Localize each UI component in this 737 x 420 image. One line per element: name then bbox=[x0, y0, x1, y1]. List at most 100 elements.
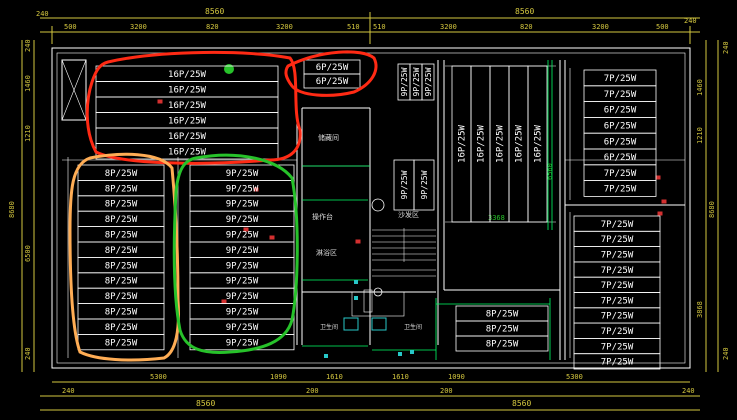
module-top-left-5-label: 16P/25W bbox=[168, 147, 207, 157]
module-right-top-3-label: 6P/25W bbox=[604, 122, 637, 132]
dim-top-7: 820 bbox=[520, 23, 533, 31]
dim-bottom-small-0: 240 bbox=[62, 387, 75, 395]
module-tall-vertical-0-label: 9P/25W bbox=[400, 170, 409, 199]
room-label-storage: 储藏间 bbox=[318, 133, 339, 142]
annotation-red-loop bbox=[85, 50, 302, 165]
module-right-top-1-label: 7P/25W bbox=[604, 90, 637, 100]
module-top-left-3-label: 16P/25W bbox=[168, 116, 207, 126]
dim-inner-vertical: 6560 bbox=[546, 163, 554, 180]
room-label-wc-right: 卫生间 bbox=[404, 323, 422, 331]
dim-bottom-2: 1610 bbox=[326, 373, 343, 381]
module-center-6-label: 9P/25W bbox=[226, 261, 259, 271]
module-left-2-label: 8P/25W bbox=[105, 200, 138, 210]
module-center-9-label: 9P/25W bbox=[226, 308, 259, 318]
dim-bottom-4: 1090 bbox=[448, 373, 465, 381]
module-right-bottom-7-label: 7P/25W bbox=[601, 327, 634, 337]
module-right-bottom-4-label: 7P/25W bbox=[601, 281, 634, 291]
dim-right-3: 3868 bbox=[696, 301, 704, 318]
dim-right-total: 8680 bbox=[708, 201, 716, 218]
module-top-left-2-label: 16P/25W bbox=[168, 101, 207, 111]
module-right-bottom-1-label: 7P/25W bbox=[601, 235, 634, 245]
module-right-top-6-label: 7P/25W bbox=[604, 169, 637, 179]
module-right-bottom-8-label: 7P/25W bbox=[601, 342, 634, 352]
dim-right-1: 1460 bbox=[696, 79, 704, 96]
module-small-vertical-1-label: 9P/25W bbox=[412, 67, 421, 96]
module-top-center-0-label: 6P/25W bbox=[316, 63, 349, 73]
module-center-8-label: 9P/25W bbox=[226, 292, 259, 302]
dim-left-0: 240 bbox=[24, 39, 32, 52]
dim-top-5: 510 bbox=[373, 23, 386, 31]
module-right-bottom-2-label: 7P/25W bbox=[601, 250, 634, 260]
dim-top-corner-right: 240 bbox=[684, 17, 697, 25]
module-right-top-0-label: 7P/25W bbox=[604, 74, 637, 84]
module-top-left-4-label: 16P/25W bbox=[168, 132, 207, 142]
module-right-bottom-9-label: 7P/25W bbox=[601, 358, 634, 368]
room-label-shower: 淋浴区 bbox=[316, 248, 337, 257]
red-markers bbox=[157, 99, 667, 304]
room-label-wc-left: 卫生间 bbox=[320, 323, 338, 331]
stair-hatch bbox=[372, 228, 436, 277]
module-top-center-1-box bbox=[303, 73, 361, 89]
dim-bottom-total-left: 8560 bbox=[196, 399, 215, 408]
room-lines bbox=[302, 60, 553, 360]
module-left-4-label: 8P/25W bbox=[105, 231, 138, 241]
dim-left-total: 8680 bbox=[8, 201, 16, 218]
module-top-center-1-label: 6P/25W bbox=[316, 77, 349, 87]
module-center-1-label: 9P/25W bbox=[226, 184, 259, 194]
module-left-3-label: 8P/25W bbox=[105, 215, 138, 225]
module-center-10-label: 9P/25W bbox=[226, 323, 259, 333]
dim-right-4: 240 bbox=[722, 347, 730, 360]
dim-left-3: 6500 bbox=[24, 245, 32, 262]
module-left-7-label: 8P/25W bbox=[105, 277, 138, 287]
sink-right bbox=[371, 317, 387, 331]
module-left-0-label: 8P/25W bbox=[105, 169, 138, 179]
dim-top-6: 3200 bbox=[440, 23, 457, 31]
module-center-3-label: 9P/25W bbox=[226, 215, 259, 225]
dim-left-2: 1210 bbox=[24, 125, 32, 142]
drain-marker bbox=[373, 287, 383, 297]
module-big-vertical-1-label: 16P/25W bbox=[477, 124, 487, 163]
dim-bottom-total-right: 8560 bbox=[512, 399, 531, 408]
dim-bottom-5: 5300 bbox=[566, 373, 583, 381]
module-bottom-center-2-label: 8P/25W bbox=[486, 340, 519, 350]
module-center-5-label: 9P/25W bbox=[226, 246, 259, 256]
module-right-bottom-9-box bbox=[573, 353, 661, 370]
dimension-lines bbox=[21, 12, 719, 411]
module-right-bottom-5-label: 7P/25W bbox=[601, 296, 634, 306]
module-tall-vertical-1-label: 9P/25W bbox=[420, 170, 429, 199]
module-right-bottom-0-label: 7P/25W bbox=[601, 220, 634, 230]
dim-left-4: 240 bbox=[24, 347, 32, 360]
green-dot bbox=[224, 64, 234, 74]
module-left-5-label: 8P/25W bbox=[105, 246, 138, 256]
module-big-vertical-4-box bbox=[527, 65, 548, 223]
dim-top-8: 3200 bbox=[592, 23, 609, 31]
cyan-markers bbox=[324, 280, 414, 358]
module-center-0-label: 9P/25W bbox=[226, 169, 259, 179]
dim-top-total-right: 8560 bbox=[515, 7, 534, 16]
module-right-top-7-label: 7P/25W bbox=[604, 185, 637, 195]
module-right-top-2-label: 6P/25W bbox=[604, 106, 637, 116]
module-small-vertical-2-label: 9P/25W bbox=[424, 67, 433, 96]
module-center-2-label: 9P/25W bbox=[226, 200, 259, 210]
module-big-vertical-4-label: 16P/25W bbox=[534, 124, 544, 163]
room-label-sofa: 沙发区 bbox=[398, 210, 419, 219]
module-bottom-center-1-label: 8P/25W bbox=[486, 325, 519, 335]
module-tall-vertical-1-box bbox=[413, 159, 435, 211]
module-right-top-5-label: 6P/25W bbox=[604, 153, 637, 163]
round-table bbox=[371, 198, 385, 212]
module-left-1-label: 8P/25W bbox=[105, 184, 138, 194]
module-left-6-label: 8P/25W bbox=[105, 261, 138, 271]
module-center-11-label: 9P/25W bbox=[226, 338, 259, 348]
dim-right-2: 1210 bbox=[696, 127, 704, 144]
dim-bottom-small-2: 200 bbox=[440, 387, 453, 395]
module-left-10-label: 8P/25W bbox=[105, 323, 138, 333]
dim-top-corner-left: 240 bbox=[36, 10, 49, 18]
module-small-vertical-0-label: 9P/25W bbox=[400, 67, 409, 96]
dim-top-9: 500 bbox=[656, 23, 669, 31]
dim-bottom-small-3: 240 bbox=[682, 387, 695, 395]
module-small-vertical-2-box bbox=[421, 63, 435, 101]
room-label-counter: 操作台 bbox=[312, 212, 333, 221]
dim-left-1: 1460 bbox=[24, 75, 32, 92]
fixtures bbox=[224, 64, 387, 331]
